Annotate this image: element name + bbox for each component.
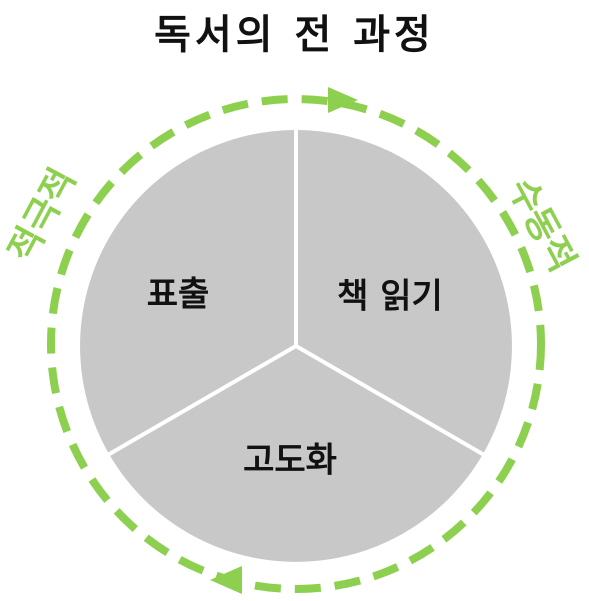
segment-pyochul [80,130,296,454]
divider-right [294,344,488,458]
segment-chaek-ilgi [296,130,512,454]
segment-group [80,130,512,562]
segment-label-godohwa: 고도화 [243,441,337,481]
segment-label-chaek-ilgi: 책 읽기 [337,277,443,317]
cycle-ring [47,95,545,593]
arrow-left-icon [210,566,242,594]
divider-left [104,344,298,458]
page-title: 독서의 전 과정 [154,12,435,58]
segment-godohwa [109,346,483,562]
arrow-right-icon [328,87,358,113]
segment-label-pyochul: 표출 [147,275,210,315]
